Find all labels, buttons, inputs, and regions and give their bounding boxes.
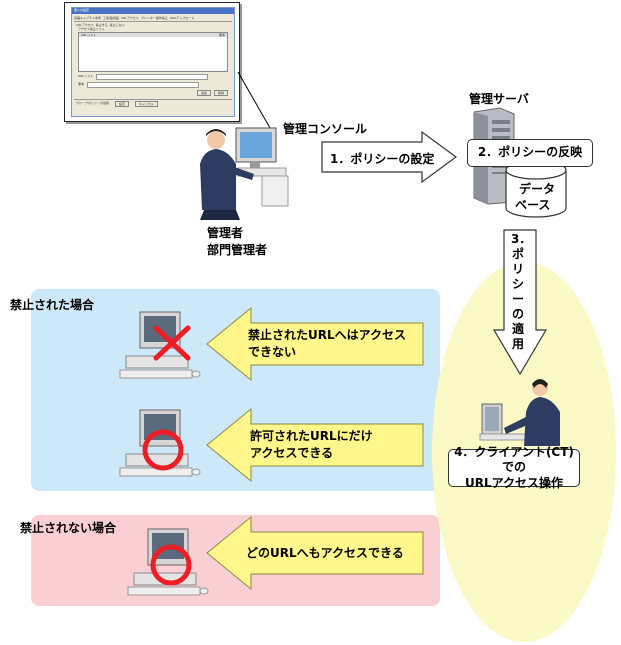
blocked-message-arrow: [206, 306, 424, 382]
dialog-footer-check[interactable]: グループポリシーの適用: [76, 101, 109, 105]
database-label-line2: ベース: [515, 198, 551, 212]
dialog-delete-button[interactable]: 削除: [213, 90, 228, 96]
dialog-check[interactable]: URLアクセス: [76, 23, 94, 27]
step4-label-line2: URLアクセス操作: [464, 475, 564, 490]
allowed-only-message-line1: 許可されたURLにだけ: [250, 429, 373, 443]
step1-label: 1．ポリシーの設定: [330, 152, 435, 166]
cross-mark-icon: [153, 325, 191, 361]
step4-box: 4．クライアント(CT)での URLアクセス操作: [448, 445, 580, 490]
dialog-ok-button[interactable]: 設定: [114, 101, 129, 107]
dialog-group: アクセス禁止リスト: [78, 27, 105, 31]
console-dialog-thumbnail: 個人の設定 基礎キャプチャ条件 工場/監視設 URLアクセス プリンター操作禁止…: [64, 2, 240, 122]
dialog-radio[interactable]: 禁止する: [95, 23, 108, 27]
dialog-title: 個人の設定: [72, 8, 234, 14]
prohibited-title: 禁止された場合: [10, 298, 95, 312]
allowed-only-message-arrow: [206, 407, 424, 483]
step2-label: 2．ポリシーの反映: [477, 145, 583, 160]
blocked-message: 禁止されたURLへはアクセス できない: [248, 327, 406, 362]
dialog-tab[interactable]: 基礎キャプチャ条件: [74, 16, 101, 20]
dialog-field[interactable]: [95, 74, 208, 80]
allowed-only-message-line2: アクセスできる: [250, 446, 334, 461]
step4-label-line1: 4．クライアント(CT)での: [454, 444, 574, 475]
circle-mark-icon: [150, 544, 192, 586]
dialog-field[interactable]: [87, 82, 200, 88]
step2-box: 2．ポリシーの反映: [467, 139, 593, 167]
circle-mark-icon: [142, 429, 184, 471]
dialog-field-label: URLリスト: [78, 74, 93, 78]
dialog-tab[interactable]: Webアップロード: [169, 16, 195, 20]
blocked-message-line2: できない: [248, 345, 297, 360]
dialog-cancel-button[interactable]: キャンセル: [134, 101, 158, 107]
dialog-tab[interactable]: URLアクセス: [121, 16, 139, 20]
dialog-col: URLリスト: [81, 33, 96, 37]
dialog-tab[interactable]: プリンター操作禁止: [140, 16, 168, 20]
dept-admin-label: 部門管理者: [207, 243, 268, 257]
admin-label: 管理者: [207, 226, 244, 240]
admin-person-icon: [200, 127, 289, 220]
dialog-field-label: 備考: [78, 82, 85, 86]
client-person-icon: [479, 379, 560, 446]
dialog-radio[interactable]: 禁止しない: [109, 23, 125, 27]
step3-text: 3．ポリシーの適用: [511, 232, 532, 351]
database-label-line1: データ: [519, 182, 556, 196]
dialog-add-button[interactable]: 追加: [196, 90, 211, 96]
all-allowed-message-arrow: [206, 515, 424, 591]
step1-arrow: [321, 130, 458, 184]
server-label: 管理サーバ: [469, 92, 529, 106]
all-allowed-message: どのURLへもアクセスできる: [246, 546, 404, 560]
blocked-message-line1: 禁止されたURLへはアクセス: [248, 328, 407, 342]
not-prohibited-title: 禁止されない場合: [20, 521, 117, 535]
allowed-only-message: 許可されたURLにだけ アクセスできる: [250, 428, 373, 463]
dialog-tab[interactable]: 工場/監視設: [102, 16, 119, 20]
step3-label: 3．ポリシーの適用: [511, 232, 531, 352]
dialog-col: 備考: [218, 33, 225, 37]
step3-arrow: [492, 229, 548, 376]
console-label: 管理コンソール: [283, 122, 368, 136]
